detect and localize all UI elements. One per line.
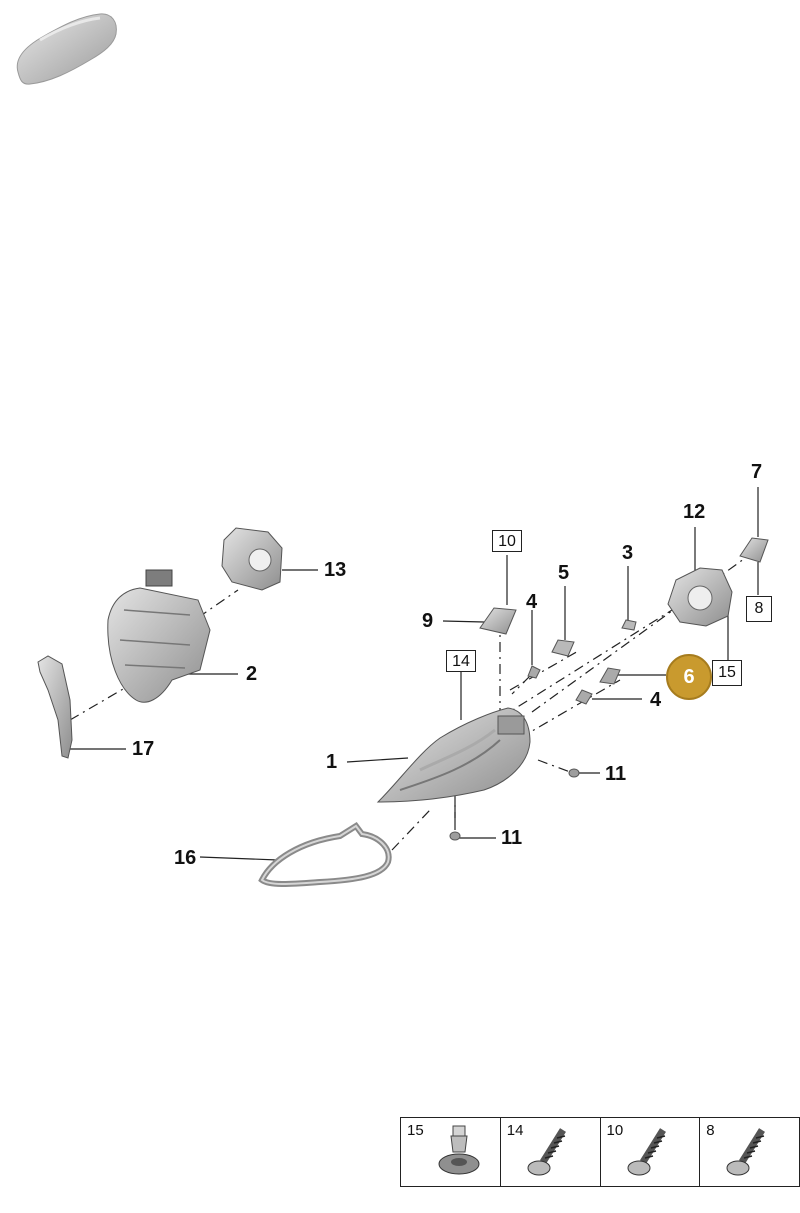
hardware-number: 10 <box>606 1122 624 1139</box>
callout-11-lower[interactable]: 11 <box>501 827 523 849</box>
hardware-cell-10[interactable]: 10 <box>601 1118 701 1186</box>
hardware-cell-15[interactable]: 15 <box>401 1118 501 1186</box>
callout-4-upper[interactable]: 4 <box>526 591 538 613</box>
plug-part-11-right[interactable] <box>568 768 580 778</box>
grommet-icon <box>438 1125 480 1175</box>
hardware-number: 8 <box>706 1122 715 1139</box>
vehicle-thumbnail-icon <box>16 13 117 85</box>
callout-3[interactable]: 3 <box>622 542 634 564</box>
screw-icon <box>527 1128 566 1176</box>
headlight-assembly-part[interactable] <box>376 707 531 803</box>
callout-11-right[interactable]: 11 <box>605 763 627 785</box>
callout-5[interactable]: 5 <box>558 562 570 584</box>
clip-part-4-lower[interactable] <box>575 689 593 705</box>
plug-part-11-lower[interactable] <box>449 831 461 841</box>
callout-13[interactable]: 13 <box>324 559 347 581</box>
control-module-part[interactable] <box>479 607 517 635</box>
boxed-ref-8[interactable]: 8 <box>746 596 772 622</box>
callout-4-lower[interactable]: 4 <box>650 689 662 711</box>
callout-17[interactable]: 17 <box>132 738 155 760</box>
screw-icon <box>627 1128 666 1176</box>
boxed-ref-10[interactable]: 10 <box>492 530 522 552</box>
leader-lines <box>70 487 759 861</box>
callout-7[interactable]: 7 <box>751 461 763 483</box>
small-cap-part-3[interactable] <box>621 619 637 631</box>
headlight-housing-part[interactable] <box>107 569 211 703</box>
highlighted-callout-6[interactable]: 6 <box>666 654 712 700</box>
callout-1[interactable]: 1 <box>326 751 338 773</box>
mounting-bracket-part[interactable] <box>221 527 283 591</box>
hardware-number: 15 <box>407 1122 424 1139</box>
bezel-frame-part[interactable] <box>258 821 392 887</box>
highlighted-part-6[interactable] <box>599 667 621 685</box>
hardware-number: 14 <box>506 1122 524 1139</box>
side-trim-part[interactable] <box>37 655 73 759</box>
screw-icon <box>726 1128 766 1176</box>
callout-9[interactable]: 9 <box>422 610 434 632</box>
callout-12[interactable]: 12 <box>683 501 706 523</box>
connector-part-5[interactable] <box>551 639 575 657</box>
hardware-legend-table: 15 14 10 8 <box>400 1117 800 1187</box>
boxed-ref-14[interactable]: 14 <box>446 650 476 672</box>
hardware-cell-8[interactable]: 8 <box>700 1118 799 1186</box>
hardware-cell-14[interactable]: 14 <box>501 1118 601 1186</box>
headlight-module-part[interactable] <box>667 567 733 627</box>
connector-part-7[interactable] <box>739 537 769 563</box>
boxed-ref-15[interactable]: 15 <box>712 660 742 686</box>
callout-16[interactable]: 16 <box>174 847 197 869</box>
callout-2[interactable]: 2 <box>246 663 258 685</box>
clip-part-4-upper[interactable] <box>527 665 541 679</box>
